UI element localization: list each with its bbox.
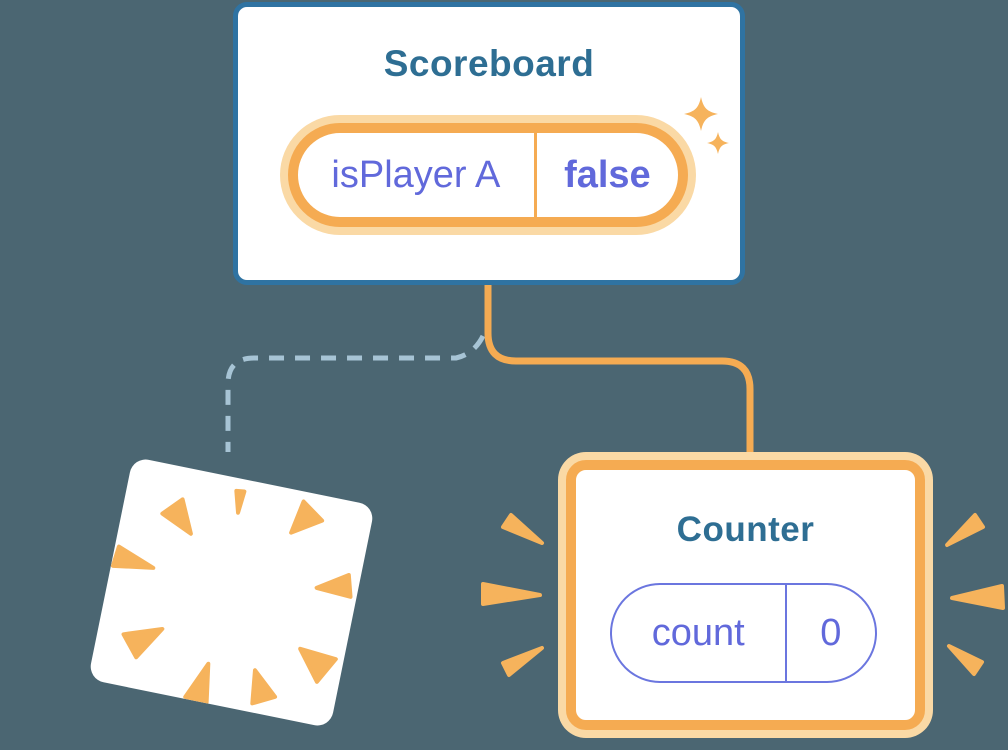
scoreboard-card: Scoreboard isPlayer A false	[233, 2, 745, 285]
counter-title: Counter	[676, 510, 815, 549]
scoreboard-title: Scoreboard	[383, 43, 595, 84]
counter-state-label: count	[651, 611, 745, 654]
scoreboard-state-label: isPlayer A	[331, 153, 501, 196]
counter-card: Counter count 0	[566, 460, 925, 730]
counter-state-pill: count 0	[610, 583, 877, 683]
burst-icon	[110, 488, 353, 706]
orange-connector-line	[484, 285, 754, 454]
pill-divider	[533, 133, 537, 217]
scoreboard-state-value: false	[564, 153, 651, 196]
emphasis-dashes-left-icon	[481, 513, 544, 677]
sparkle-icon	[684, 97, 729, 154]
pill-divider	[784, 585, 787, 681]
counter-state-value: 0	[820, 611, 842, 654]
emphasis-dashes-right-icon	[945, 513, 1005, 676]
scoreboard-state-pill: isPlayer A false	[288, 123, 688, 227]
destroyed-component-card	[87, 456, 376, 729]
dashed-connector-line	[225, 334, 486, 452]
